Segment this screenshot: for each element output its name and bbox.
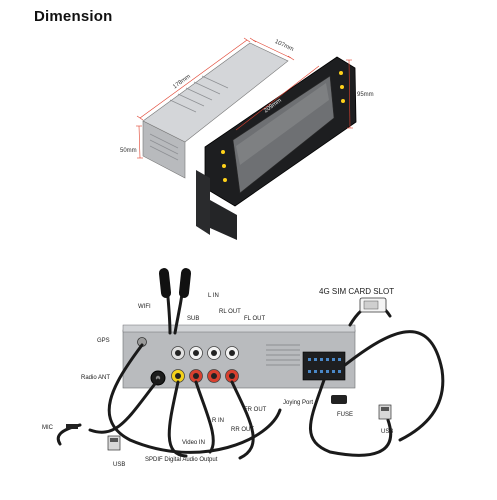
harness-pins — [308, 358, 341, 373]
mic-plug — [66, 424, 78, 429]
usb-plug-right — [378, 404, 392, 420]
chassis-side — [142, 120, 186, 179]
label-mic: MIC — [42, 425, 53, 431]
label-fl-out: FL OUT — [244, 316, 266, 322]
page-title: Dimension — [34, 8, 113, 25]
label-rl-out: RL OUT — [219, 309, 241, 315]
screen-glare — [236, 83, 329, 165]
label-joying-port: Joying Port — [283, 400, 314, 406]
rca-jack-rr-out — [207, 369, 221, 383]
label-wifi: WIFI — [138, 304, 151, 310]
usb-plug-left — [107, 435, 121, 451]
panel-fins — [266, 344, 300, 366]
label-r-in: R IN — [212, 418, 224, 424]
label-rr-out: RR OUT — [231, 427, 254, 433]
dimension-lines — [138, 39, 351, 159]
chassis-vents — [149, 75, 229, 161]
rca-jack-l-in — [189, 346, 203, 360]
label-sim-slot: 4G SIM CARD SLOT — [319, 287, 395, 296]
rca-jack-sub — [171, 346, 185, 360]
label-video-in: Video IN — [182, 440, 205, 446]
harness-connector — [302, 351, 346, 381]
rca-jacks — [171, 346, 239, 383]
fuse-holder — [331, 395, 347, 404]
rca-jack-fl-out — [225, 346, 239, 360]
label-usb-right: USB — [381, 429, 394, 435]
label-fr-out: FR OUT — [244, 407, 267, 413]
dimension-ticks — [136, 37, 353, 159]
label-sub: SUB — [187, 316, 200, 322]
dim-chassis-height: 50mm — [120, 148, 137, 154]
label-spdif: SPDIF Digital Audio Output — [145, 457, 218, 463]
label-gps: GPS — [97, 338, 110, 344]
mount-bracket-right — [210, 200, 237, 240]
wifi-antennas — [158, 268, 192, 298]
label-l-in: L IN — [208, 293, 219, 299]
back-panel-top — [122, 324, 356, 333]
label-radio-ant: Radio ANT — [81, 375, 111, 381]
dim-height: 95mm — [357, 92, 374, 98]
rca-jack-rl-out — [207, 346, 221, 360]
label-fuse: FUSE — [337, 412, 354, 418]
label-usb-left: USB — [113, 462, 126, 468]
left-key-column — [221, 150, 227, 182]
sim-card-module — [359, 297, 387, 313]
right-key-column — [339, 71, 345, 103]
mount-bracket — [196, 170, 210, 235]
